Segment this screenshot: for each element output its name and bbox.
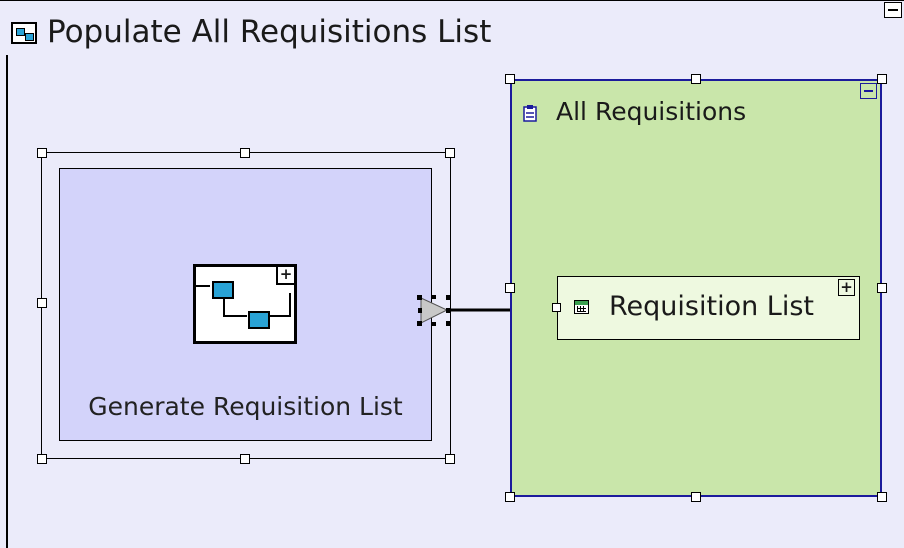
store-resize-handle-ne[interactable] — [877, 74, 887, 84]
expand-data-item-button[interactable]: + — [838, 279, 855, 296]
data-item-requisition-list[interactable] — [557, 276, 860, 340]
resize-handle-sw[interactable] — [37, 454, 47, 464]
subprocess-diagram-icon — [11, 22, 37, 44]
store-resize-handle-se[interactable] — [877, 492, 887, 502]
page-title: Populate All Requisitions List — [47, 14, 492, 50]
subprocess-diagram-icon[interactable]: + — [193, 264, 297, 344]
store-resize-handle-sw[interactable] — [505, 492, 515, 502]
input-port-handle[interactable] — [552, 303, 561, 312]
store-resize-handle-s[interactable] — [691, 492, 701, 502]
expand-subprocess-button[interactable]: + — [276, 267, 294, 285]
resize-handle-n[interactable] — [240, 148, 250, 158]
store-resize-handle-n[interactable] — [691, 74, 701, 84]
subprocess-label: Generate Requisition List — [88, 392, 403, 421]
resize-handle-s[interactable] — [240, 454, 250, 464]
store-resize-handle-w[interactable] — [505, 283, 515, 293]
resize-handle-se[interactable] — [445, 454, 455, 464]
table-icon — [574, 300, 589, 314]
resize-handle-nw[interactable] — [37, 148, 47, 158]
data-item-label: Requisition List — [609, 291, 814, 322]
collapse-data-store-button[interactable] — [860, 83, 877, 99]
resize-handle-ne[interactable] — [445, 148, 455, 158]
collapse-canvas-button[interactable] — [884, 2, 902, 18]
subprocess-node[interactable] — [59, 168, 432, 441]
store-resize-handle-e[interactable] — [877, 283, 887, 293]
output-port-icon[interactable] — [417, 295, 451, 326]
store-resize-handle-nw[interactable] — [505, 74, 515, 84]
resize-handle-w[interactable] — [37, 298, 47, 308]
clipboard-icon — [523, 105, 537, 122]
data-store-title: All Requisitions — [556, 97, 747, 126]
canvas-top-border — [0, 0, 904, 1]
canvas-left-border — [6, 55, 8, 548]
